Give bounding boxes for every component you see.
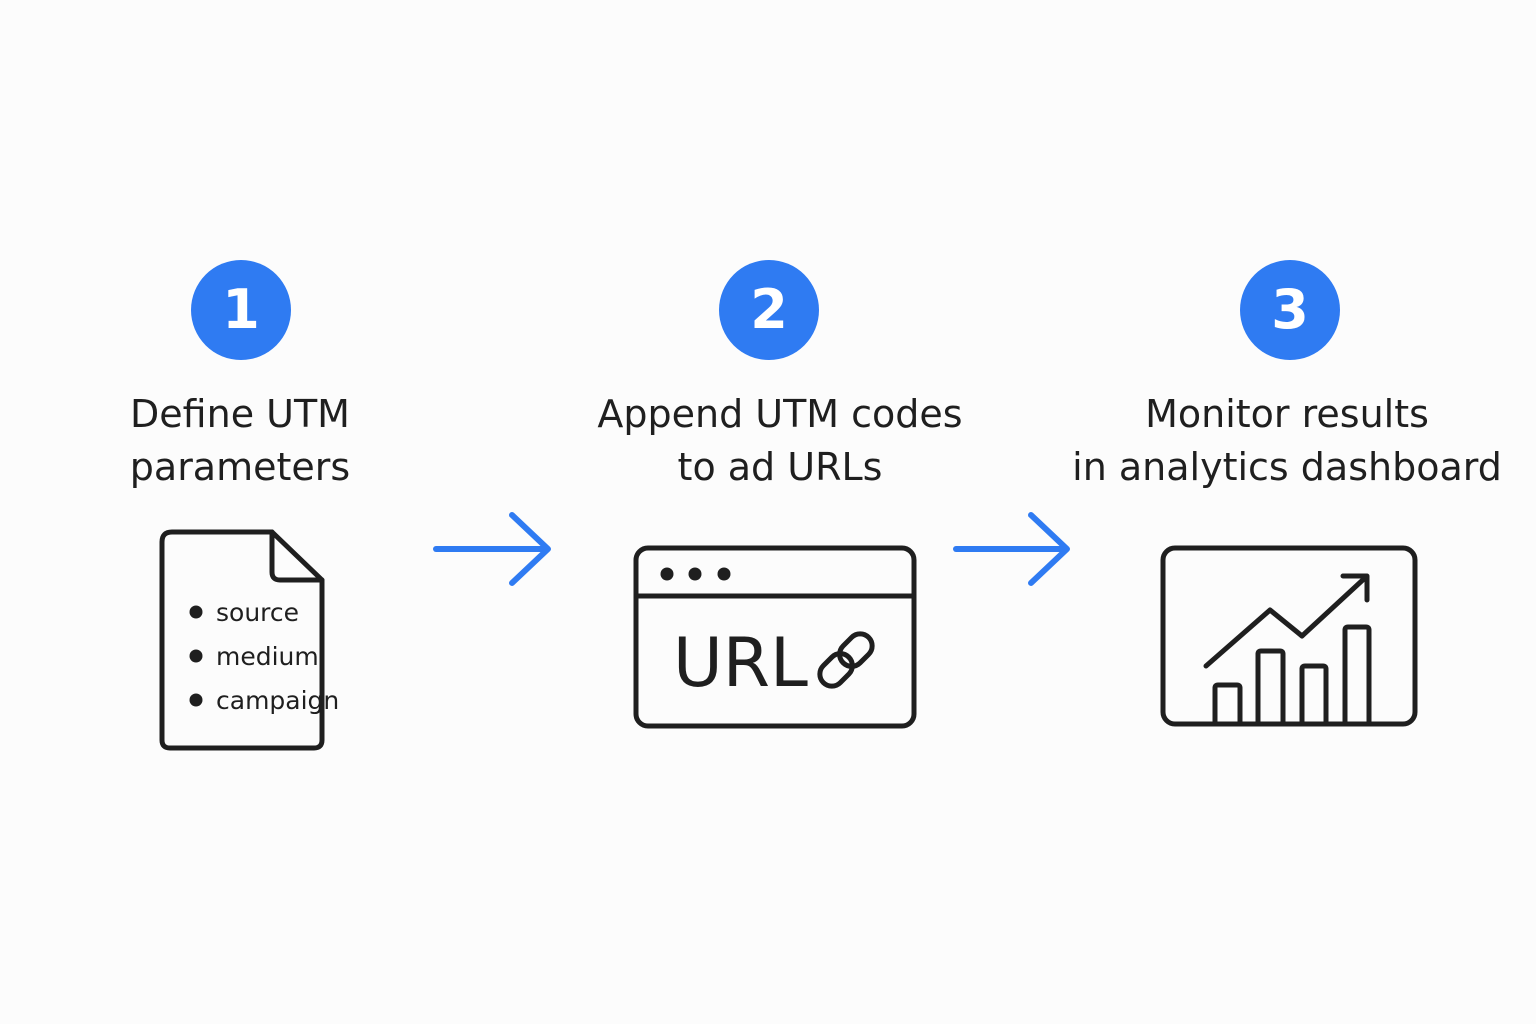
trend-arrow-head <box>1340 573 1370 603</box>
dashboard-bar-3 <box>1299 663 1329 725</box>
step-title-3: Monitor results in analytics dashboard <box>1060 388 1514 494</box>
document-icon <box>159 529 325 751</box>
step-title-2: Append UTM codes to ad URLs <box>560 388 1000 494</box>
step-number-3: 3 <box>1271 278 1309 341</box>
arrow-right-icon <box>433 512 551 586</box>
bullet-dot-campaign <box>189 693 203 707</box>
document-outline <box>159 529 325 751</box>
step-number-badge-2: 2 <box>719 260 819 360</box>
browser-dot-2 <box>688 567 702 581</box>
step-number-badge-1: 1 <box>191 260 291 360</box>
step-title-3-line-2: in analytics dashboard <box>1072 445 1502 489</box>
dashboard-frame <box>1160 545 1418 727</box>
bullet-dot-medium <box>189 649 203 663</box>
step-number-badge-3: 3 <box>1240 260 1340 360</box>
arrow-2-head <box>1028 512 1070 586</box>
dashboard-bar-4 <box>1342 624 1372 725</box>
document-corner-fold <box>269 529 325 583</box>
step-number-1: 1 <box>222 278 260 341</box>
url-label: URL <box>673 624 808 703</box>
doc-item-medium: medium <box>216 642 319 671</box>
doc-item-source: source <box>216 598 299 627</box>
dashboard-bar-2 <box>1255 648 1286 725</box>
arrow-1-head <box>509 512 551 586</box>
document-bullets <box>189 605 203 707</box>
step-title-1-line-1: Define UTM <box>130 392 350 436</box>
step-number-2: 2 <box>750 278 788 341</box>
browser-dot-1 <box>660 567 674 581</box>
link-chain-left <box>817 651 855 689</box>
step-title-2-line-2: to ad URLs <box>677 445 883 489</box>
browser-window-icon <box>633 545 917 729</box>
link-icon <box>817 631 875 689</box>
step-title-2-line-1: Append UTM codes <box>597 392 963 436</box>
browser-dots <box>660 567 731 581</box>
link-chain-right <box>837 631 875 669</box>
browser-frame <box>633 545 917 729</box>
bullet-dot-source <box>189 605 203 619</box>
trend-line <box>1203 574 1369 669</box>
step-title-1-line-2: parameters <box>129 445 351 489</box>
browser-dot-3 <box>717 567 731 581</box>
step-title-3-line-1: Monitor results <box>1145 392 1429 436</box>
doc-item-campaign: campaign <box>216 686 339 715</box>
analytics-dashboard-icon <box>1160 545 1418 727</box>
step-title-1: Define UTM parameters <box>40 388 440 494</box>
dashboard-bar-1 <box>1212 682 1243 725</box>
arrow-right-icon <box>953 512 1070 586</box>
